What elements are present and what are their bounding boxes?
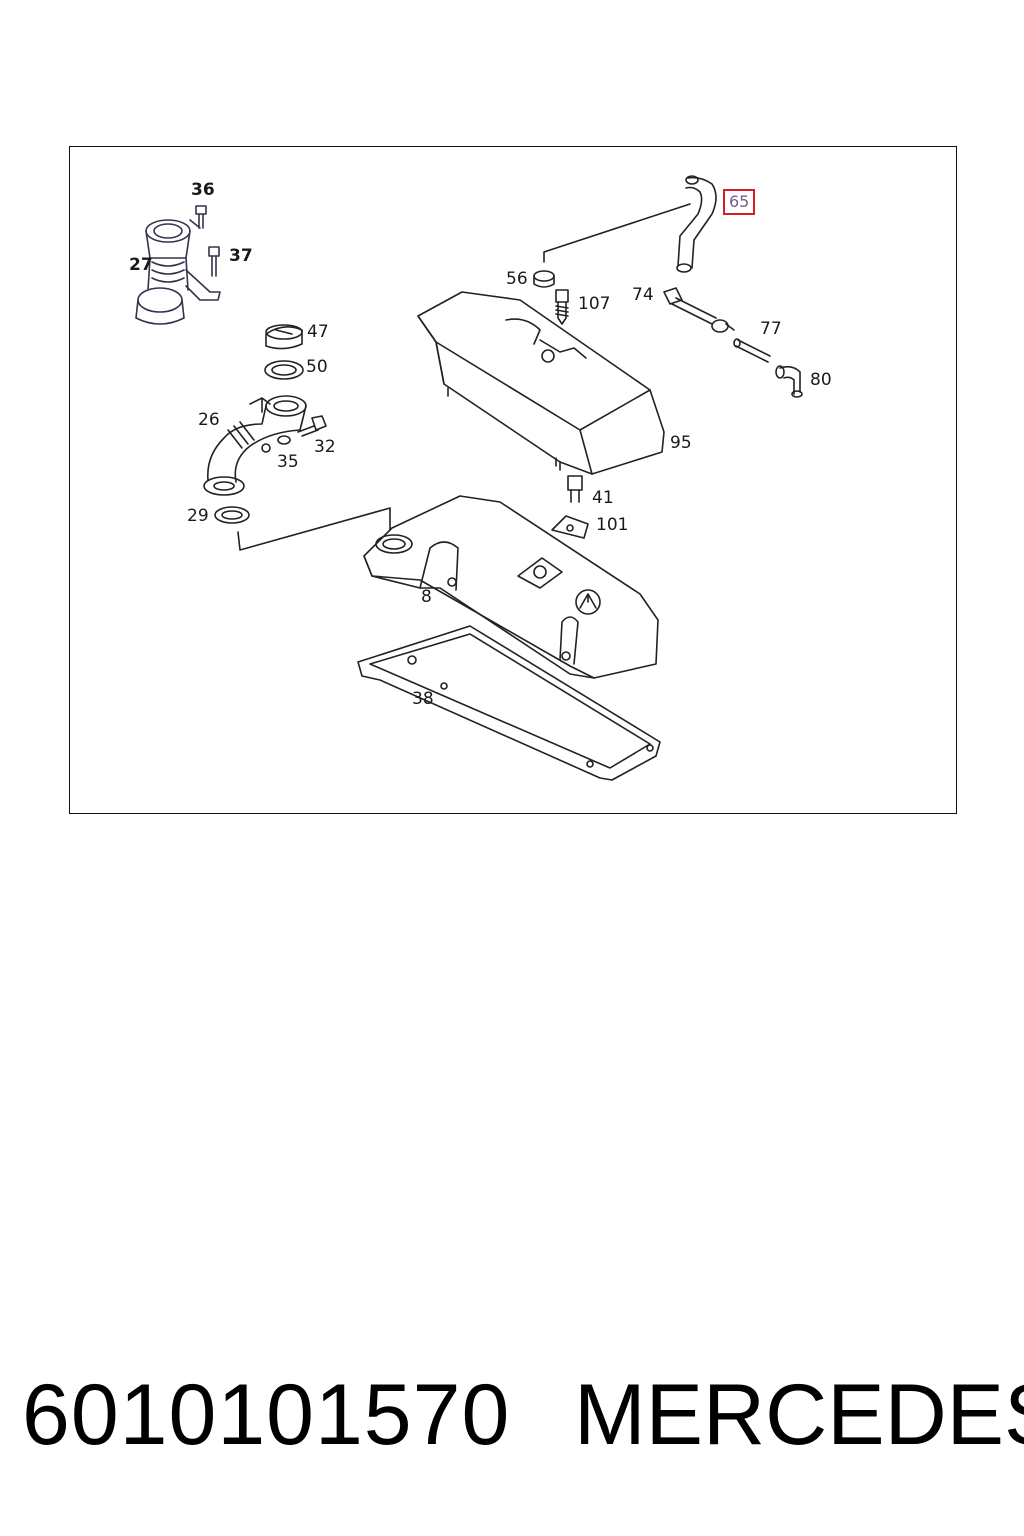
callout-41: 41 xyxy=(592,488,614,508)
callout-32: 32 xyxy=(314,437,336,457)
callout-74: 74 xyxy=(632,285,654,305)
part-8-cylinder-head-cover xyxy=(363,495,659,679)
callout-65-highlighted: 65 xyxy=(723,189,756,215)
part-80-elbow xyxy=(775,365,803,398)
part-56-grommet xyxy=(533,270,555,288)
brand-name: MERCEDES xyxy=(574,1367,1024,1463)
callout-50: 50 xyxy=(306,357,328,377)
callout-56: 56 xyxy=(506,269,528,289)
part-77-tube xyxy=(733,338,771,363)
part-26-filler-pipe xyxy=(203,395,307,496)
part-35-washer xyxy=(277,435,291,445)
part-101-plate xyxy=(551,515,589,539)
callout-35: 35 xyxy=(277,452,299,472)
callout-37: 37 xyxy=(229,246,253,266)
part-47-cap xyxy=(265,324,303,350)
callout-29: 29 xyxy=(187,506,209,526)
callout-8: 8 xyxy=(421,587,432,607)
callout-26: 26 xyxy=(198,410,220,430)
callout-38: 38 xyxy=(412,689,434,709)
part-65-breather-hose xyxy=(676,175,717,273)
callout-80: 80 xyxy=(810,370,832,390)
part-number: 6010101570 xyxy=(22,1367,511,1463)
callout-107: 107 xyxy=(578,294,611,314)
callout-27: 27 xyxy=(129,255,153,275)
part-95-upper-cover xyxy=(417,291,665,475)
part-107-screw xyxy=(555,289,569,325)
part-32-bolt xyxy=(297,415,327,437)
part-74-valve xyxy=(663,287,735,333)
callout-101: 101 xyxy=(596,515,629,535)
callout-77: 77 xyxy=(760,319,782,339)
footer: 6010101570 MERCEDES xyxy=(0,1372,1024,1472)
callout-95: 95 xyxy=(670,433,692,453)
diagram-frame xyxy=(69,146,957,814)
leader-line-29 xyxy=(237,507,391,551)
callout-47: 47 xyxy=(307,322,329,342)
part-50-seal-ring xyxy=(264,360,304,380)
leader-line-65 xyxy=(543,203,691,263)
part-29-seal xyxy=(214,506,250,524)
filler-neck-assembly xyxy=(135,205,221,325)
callout-36: 36 xyxy=(191,180,215,200)
part-41-bolt xyxy=(567,475,583,503)
part-38-gasket xyxy=(357,625,661,781)
